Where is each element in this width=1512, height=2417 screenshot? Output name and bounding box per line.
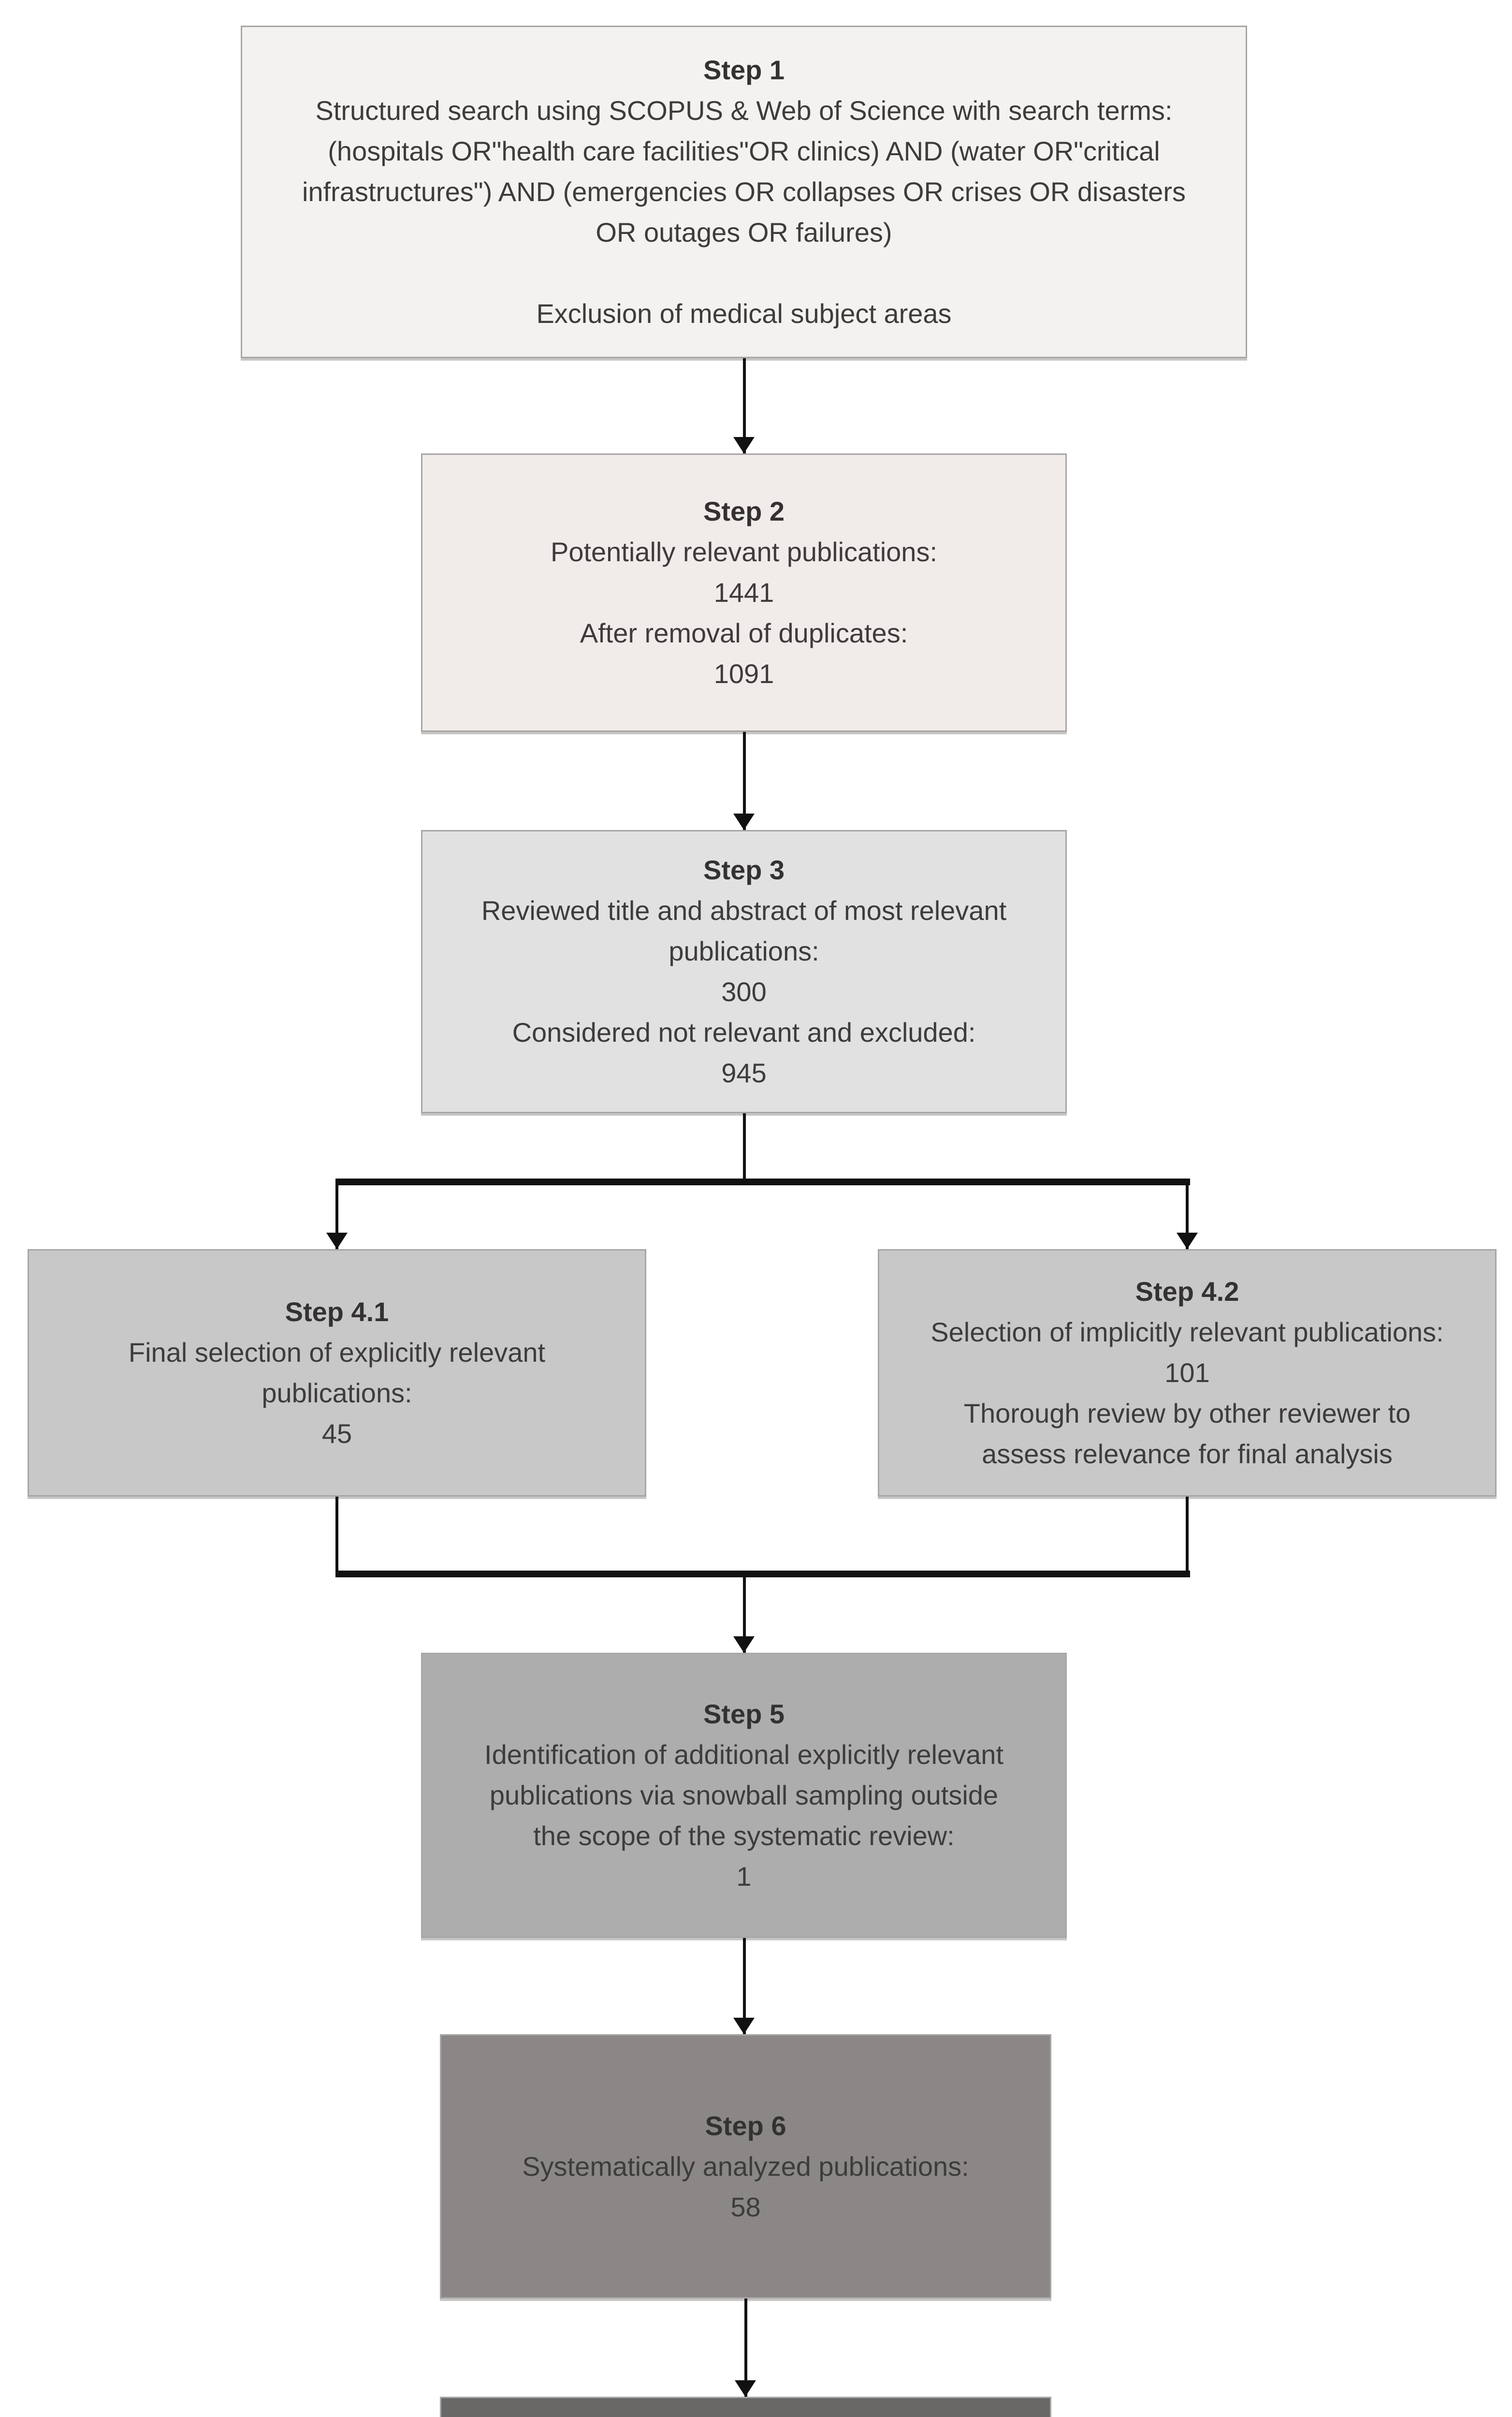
step-2-box: Step 2 Potentially relevant publications… (421, 453, 1067, 732)
step-6-text: Systematically analyzed publications:58 (522, 2151, 969, 2222)
connector-step5-step6-line (743, 1938, 746, 2034)
connector-merge-step5-line (743, 1574, 746, 1653)
step-6-title: Step 6 (705, 2110, 786, 2141)
connector-merge-horizontal-line (335, 1571, 1190, 1577)
step-3-text: Reviewed title and abstract of most rele… (481, 895, 1007, 1088)
step-5-title: Step 5 (703, 1699, 785, 1729)
connector-step1-step2-arrowhead-icon (733, 437, 755, 453)
step-5-text: Identification of additional explicitly … (484, 1739, 1003, 1892)
step-6-box: Step 6 Systematically analyzed publicati… (440, 2034, 1051, 2299)
step-7-box: Step 7 Selection of explicitly relevant … (440, 2397, 1051, 2417)
step-4-1-box: Step 4.1 Final selection of explicitly r… (28, 1249, 646, 1497)
step-4-2-box: Step 4.2 Selection of implicitly relevan… (878, 1249, 1497, 1497)
step-4-2-title: Step 4.2 (1135, 1276, 1239, 1307)
connector-step3-step42-line (1186, 1182, 1189, 1249)
connector-step3-step41-line (335, 1182, 338, 1249)
step-4-2-text: Selection of implicitly relevant publica… (930, 1317, 1444, 1469)
connector-step3-split-stem-line (743, 1113, 746, 1182)
connector-merge-step5-arrowhead-icon (733, 1636, 755, 1653)
step-1-title: Step 1 (703, 55, 785, 85)
connector-step3-split-horizontal-line (335, 1179, 1190, 1185)
connector-step6-step7-arrowhead-icon (735, 2380, 756, 2397)
connector-step42-merge-line (1186, 1497, 1189, 1574)
connector-step5-step6-arrowhead-icon (733, 2018, 755, 2034)
connector-step1-step2-line (743, 358, 746, 453)
connector-step2-step3-arrowhead-icon (733, 814, 755, 830)
step-1-box: Step 1 Structured search using SCOPUS & … (241, 26, 1247, 358)
step-3-title: Step 3 (703, 855, 785, 885)
step-2-title: Step 2 (703, 496, 785, 526)
connector-step41-merge-line (335, 1497, 338, 1574)
step-3-box: Step 3 Reviewed title and abstract of mo… (421, 830, 1067, 1113)
connector-step6-step7-line (744, 2299, 747, 2397)
connector-step2-step3-line (743, 732, 746, 830)
connector-step3-step41-arrowhead-icon (326, 1233, 348, 1249)
step-4-1-title: Step 4.1 (285, 1296, 389, 1327)
connector-step3-step42-arrowhead-icon (1177, 1233, 1198, 1249)
step-5-box: Step 5 Identification of additional expl… (421, 1653, 1067, 1938)
step-1-text: Structured search using SCOPUS & Web of … (302, 95, 1186, 329)
